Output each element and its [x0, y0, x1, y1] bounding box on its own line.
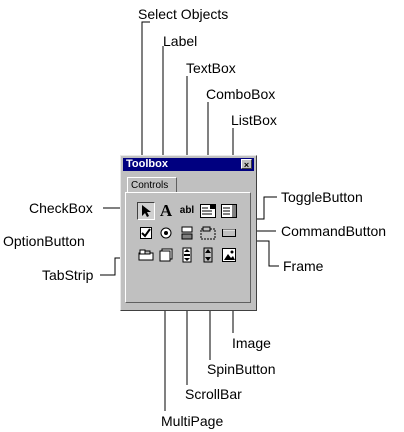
label-frame: Frame	[283, 258, 324, 274]
scrollbar-tool[interactable]	[178, 246, 196, 264]
label-label: Label	[163, 33, 198, 49]
frame-icon	[200, 226, 216, 240]
label-tool[interactable]: A	[157, 202, 175, 220]
checkbox-tool[interactable]	[137, 224, 155, 242]
label-optionbutton: OptionButton	[3, 233, 85, 249]
multipage-tool[interactable]	[157, 246, 175, 264]
toolbox-window: Toolbox × Controls A abl	[120, 155, 257, 311]
controls-panel: A abl	[125, 192, 251, 303]
label-combobox: ComboBox	[206, 86, 276, 102]
label-commandbutton: CommandButton	[281, 223, 387, 239]
toolbox-titlebar[interactable]: Toolbox ×	[123, 158, 254, 171]
label-image: Image	[232, 335, 271, 351]
combobox-icon	[200, 204, 216, 218]
tabstrip-tool[interactable]	[137, 246, 155, 264]
label-togglebutton: ToggleButton	[281, 189, 363, 205]
label-checkbox: CheckBox	[29, 200, 93, 216]
tabstrip-icon	[138, 249, 154, 261]
label-listbox: ListBox	[231, 112, 277, 128]
close-button[interactable]: ×	[241, 159, 252, 170]
label-textbox: TextBox	[186, 60, 236, 76]
image-tool[interactable]	[220, 246, 238, 264]
commandbutton-tool[interactable]	[220, 224, 238, 242]
togglebutton-tool[interactable]	[178, 224, 196, 242]
label-spinbutton: SpinButton	[207, 361, 276, 377]
select-objects-tool[interactable]	[137, 202, 155, 220]
textbox-abl-icon: abl	[179, 205, 195, 216]
listbox-tool[interactable]	[220, 202, 238, 220]
checkbox-icon	[140, 227, 152, 239]
label-scrollbar: ScrollBar	[185, 386, 242, 402]
spinbutton-tool[interactable]	[199, 246, 217, 264]
spinbutton-icon	[203, 247, 213, 263]
radio-icon	[160, 227, 172, 239]
toolbox-title: Toolbox	[126, 158, 168, 170]
label-select-objects: Select Objects	[138, 6, 229, 22]
toggle-icon	[181, 226, 193, 240]
combobox-tool[interactable]	[199, 202, 217, 220]
optionbutton-tool[interactable]	[157, 224, 175, 242]
command-button-icon	[222, 229, 236, 237]
scrollbar-icon	[182, 247, 192, 263]
tab-controls-label: Controls	[131, 180, 169, 191]
pointer-icon	[142, 205, 151, 217]
frame-tool[interactable]	[199, 224, 217, 242]
label-a-icon: A	[159, 201, 173, 220]
label-tabstrip: TabStrip	[42, 267, 94, 283]
tab-controls[interactable]: Controls	[127, 177, 177, 193]
image-icon	[222, 248, 236, 262]
listbox-icon	[221, 204, 237, 218]
label-multipage: MultiPage	[161, 413, 224, 429]
multipage-icon	[159, 248, 173, 262]
textbox-tool[interactable]: abl	[178, 202, 196, 220]
